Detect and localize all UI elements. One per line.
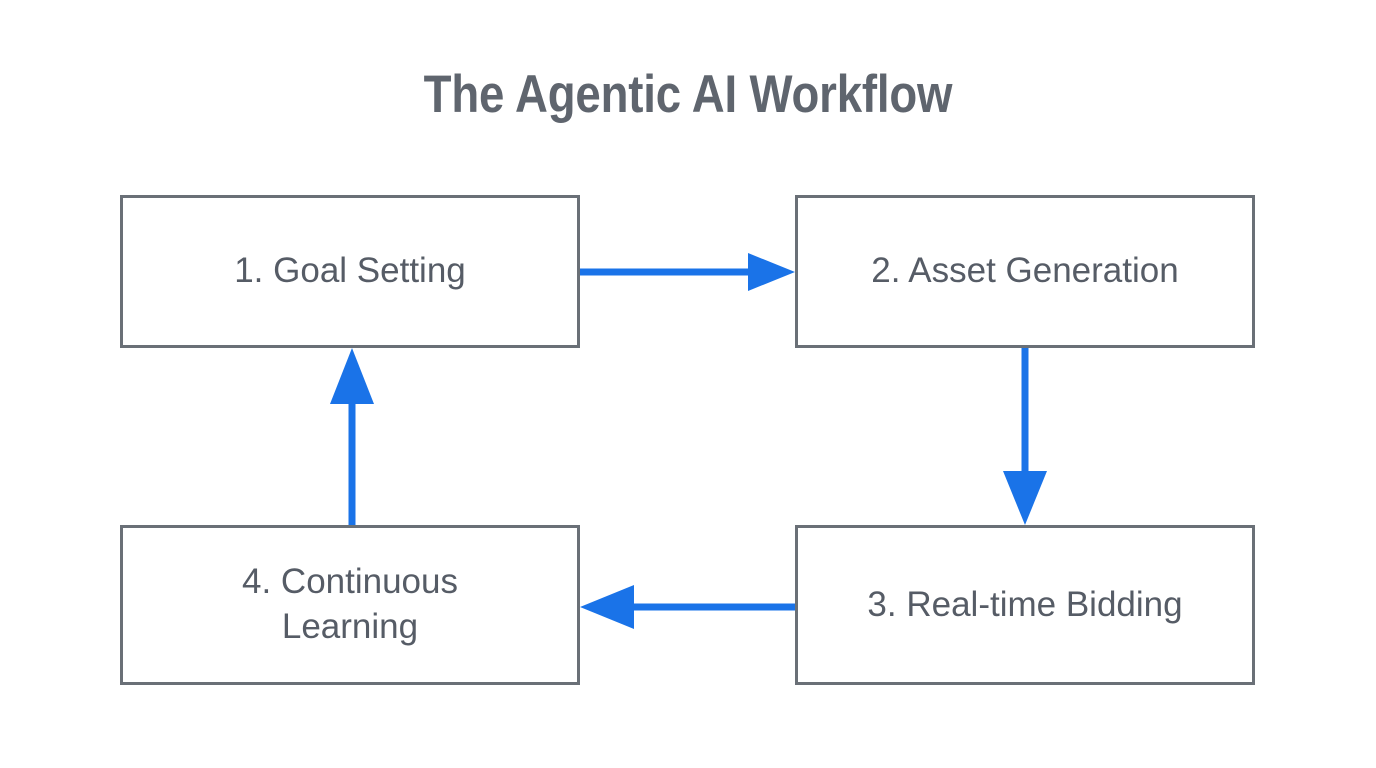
node-realtime-bidding-label: 3. Real-time Bidding bbox=[867, 584, 1183, 624]
node-asset-generation-label: 2. Asset Generation bbox=[871, 251, 1179, 291]
node-continuous-learning-label: 4. Continuous Learning bbox=[242, 562, 458, 646]
node-goal-setting-label: 1. Goal Setting bbox=[234, 251, 466, 291]
node-goal-setting[interactable]: 1. Goal Setting bbox=[120, 195, 580, 348]
arrowhead-left-icon bbox=[580, 585, 634, 629]
edge-learning-to-goal bbox=[330, 348, 374, 525]
page-title: The Agentic AI Workflow bbox=[423, 65, 953, 124]
edge-bidding-to-learning bbox=[580, 585, 795, 629]
arrowhead-up-icon bbox=[330, 348, 374, 404]
arrowhead-right-icon bbox=[748, 253, 795, 291]
edge-goal-to-asset bbox=[580, 253, 795, 291]
edge-asset-to-bidding bbox=[1003, 348, 1047, 525]
arrowhead-down-icon bbox=[1003, 471, 1047, 525]
node-asset-generation[interactable]: 2. Asset Generation bbox=[795, 195, 1255, 348]
node-continuous-learning[interactable]: 4. Continuous Learning bbox=[120, 525, 580, 685]
node-realtime-bidding[interactable]: 3. Real-time Bidding bbox=[795, 525, 1255, 685]
